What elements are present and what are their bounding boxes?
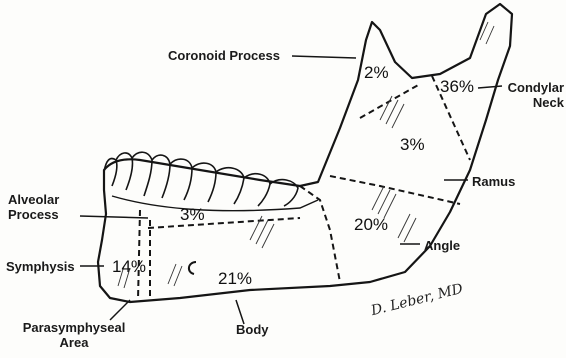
pct-coronoid: 2% <box>364 64 389 82</box>
pct-body: 21% <box>218 270 252 288</box>
label-coronoid-process: Coronoid Process <box>168 48 280 63</box>
teeth <box>104 152 298 206</box>
region-dividers <box>138 76 470 300</box>
label-ramus: Ramus <box>472 174 515 189</box>
pct-ramus: 3% <box>400 136 425 154</box>
mandible-outline <box>98 4 512 302</box>
label-angle: Angle <box>424 238 460 253</box>
label-parasymphyseal-area: Parasymphyseal Area <box>14 320 134 350</box>
pct-symphysis: 14% <box>112 258 146 276</box>
label-body: Body <box>236 322 269 337</box>
pct-alveolar: 3% <box>180 206 205 224</box>
leader-lines <box>80 56 502 324</box>
label-condylar-neck: Condylar Neck <box>506 80 564 110</box>
label-alveolar-process: Alveolar Process <box>8 192 78 222</box>
mental-foramen <box>189 262 196 274</box>
label-symphysis: Symphysis <box>6 259 75 274</box>
pct-angle: 20% <box>354 216 388 234</box>
pct-condylar: 36% <box>440 78 474 96</box>
